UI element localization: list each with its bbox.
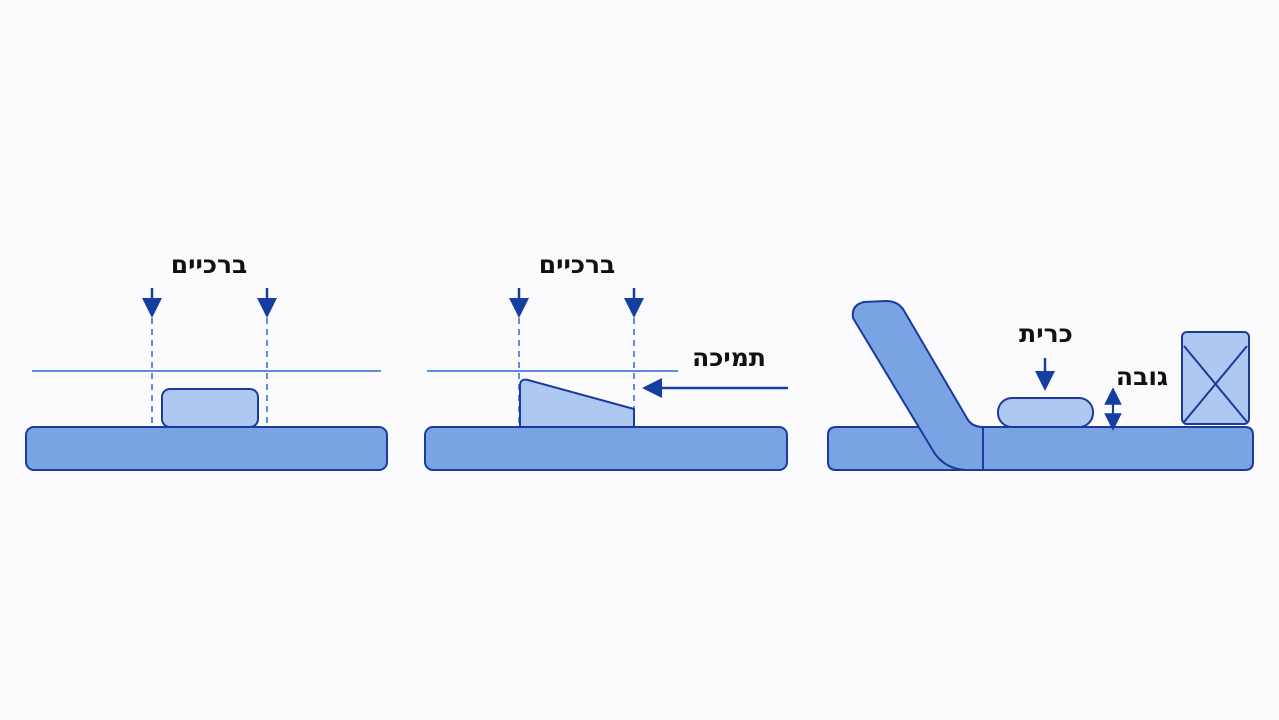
pillow: [997, 397, 1094, 428]
height-label: גובה: [1116, 362, 1168, 391]
crossed-box-icon: [1181, 331, 1250, 425]
base-mattress: [25, 426, 388, 471]
knees-label: ברכיים: [171, 250, 248, 279]
pillow-label: כרית: [1019, 319, 1073, 348]
support-label: תמיכה: [692, 343, 766, 372]
base-mattress: [827, 426, 1254, 471]
base-mattress: [424, 426, 788, 471]
panel-knees-wedge: ברכיים תמיכה: [424, 250, 788, 471]
knee-pillow: [161, 388, 259, 428]
panel-knees-flat: ברכיים: [25, 250, 388, 471]
knees-label: ברכיים: [539, 250, 616, 279]
panel-adjustable-bed: כרית גובה: [827, 300, 1254, 471]
support-wedge: [519, 378, 635, 428]
raised-backrest: [851, 300, 984, 471]
